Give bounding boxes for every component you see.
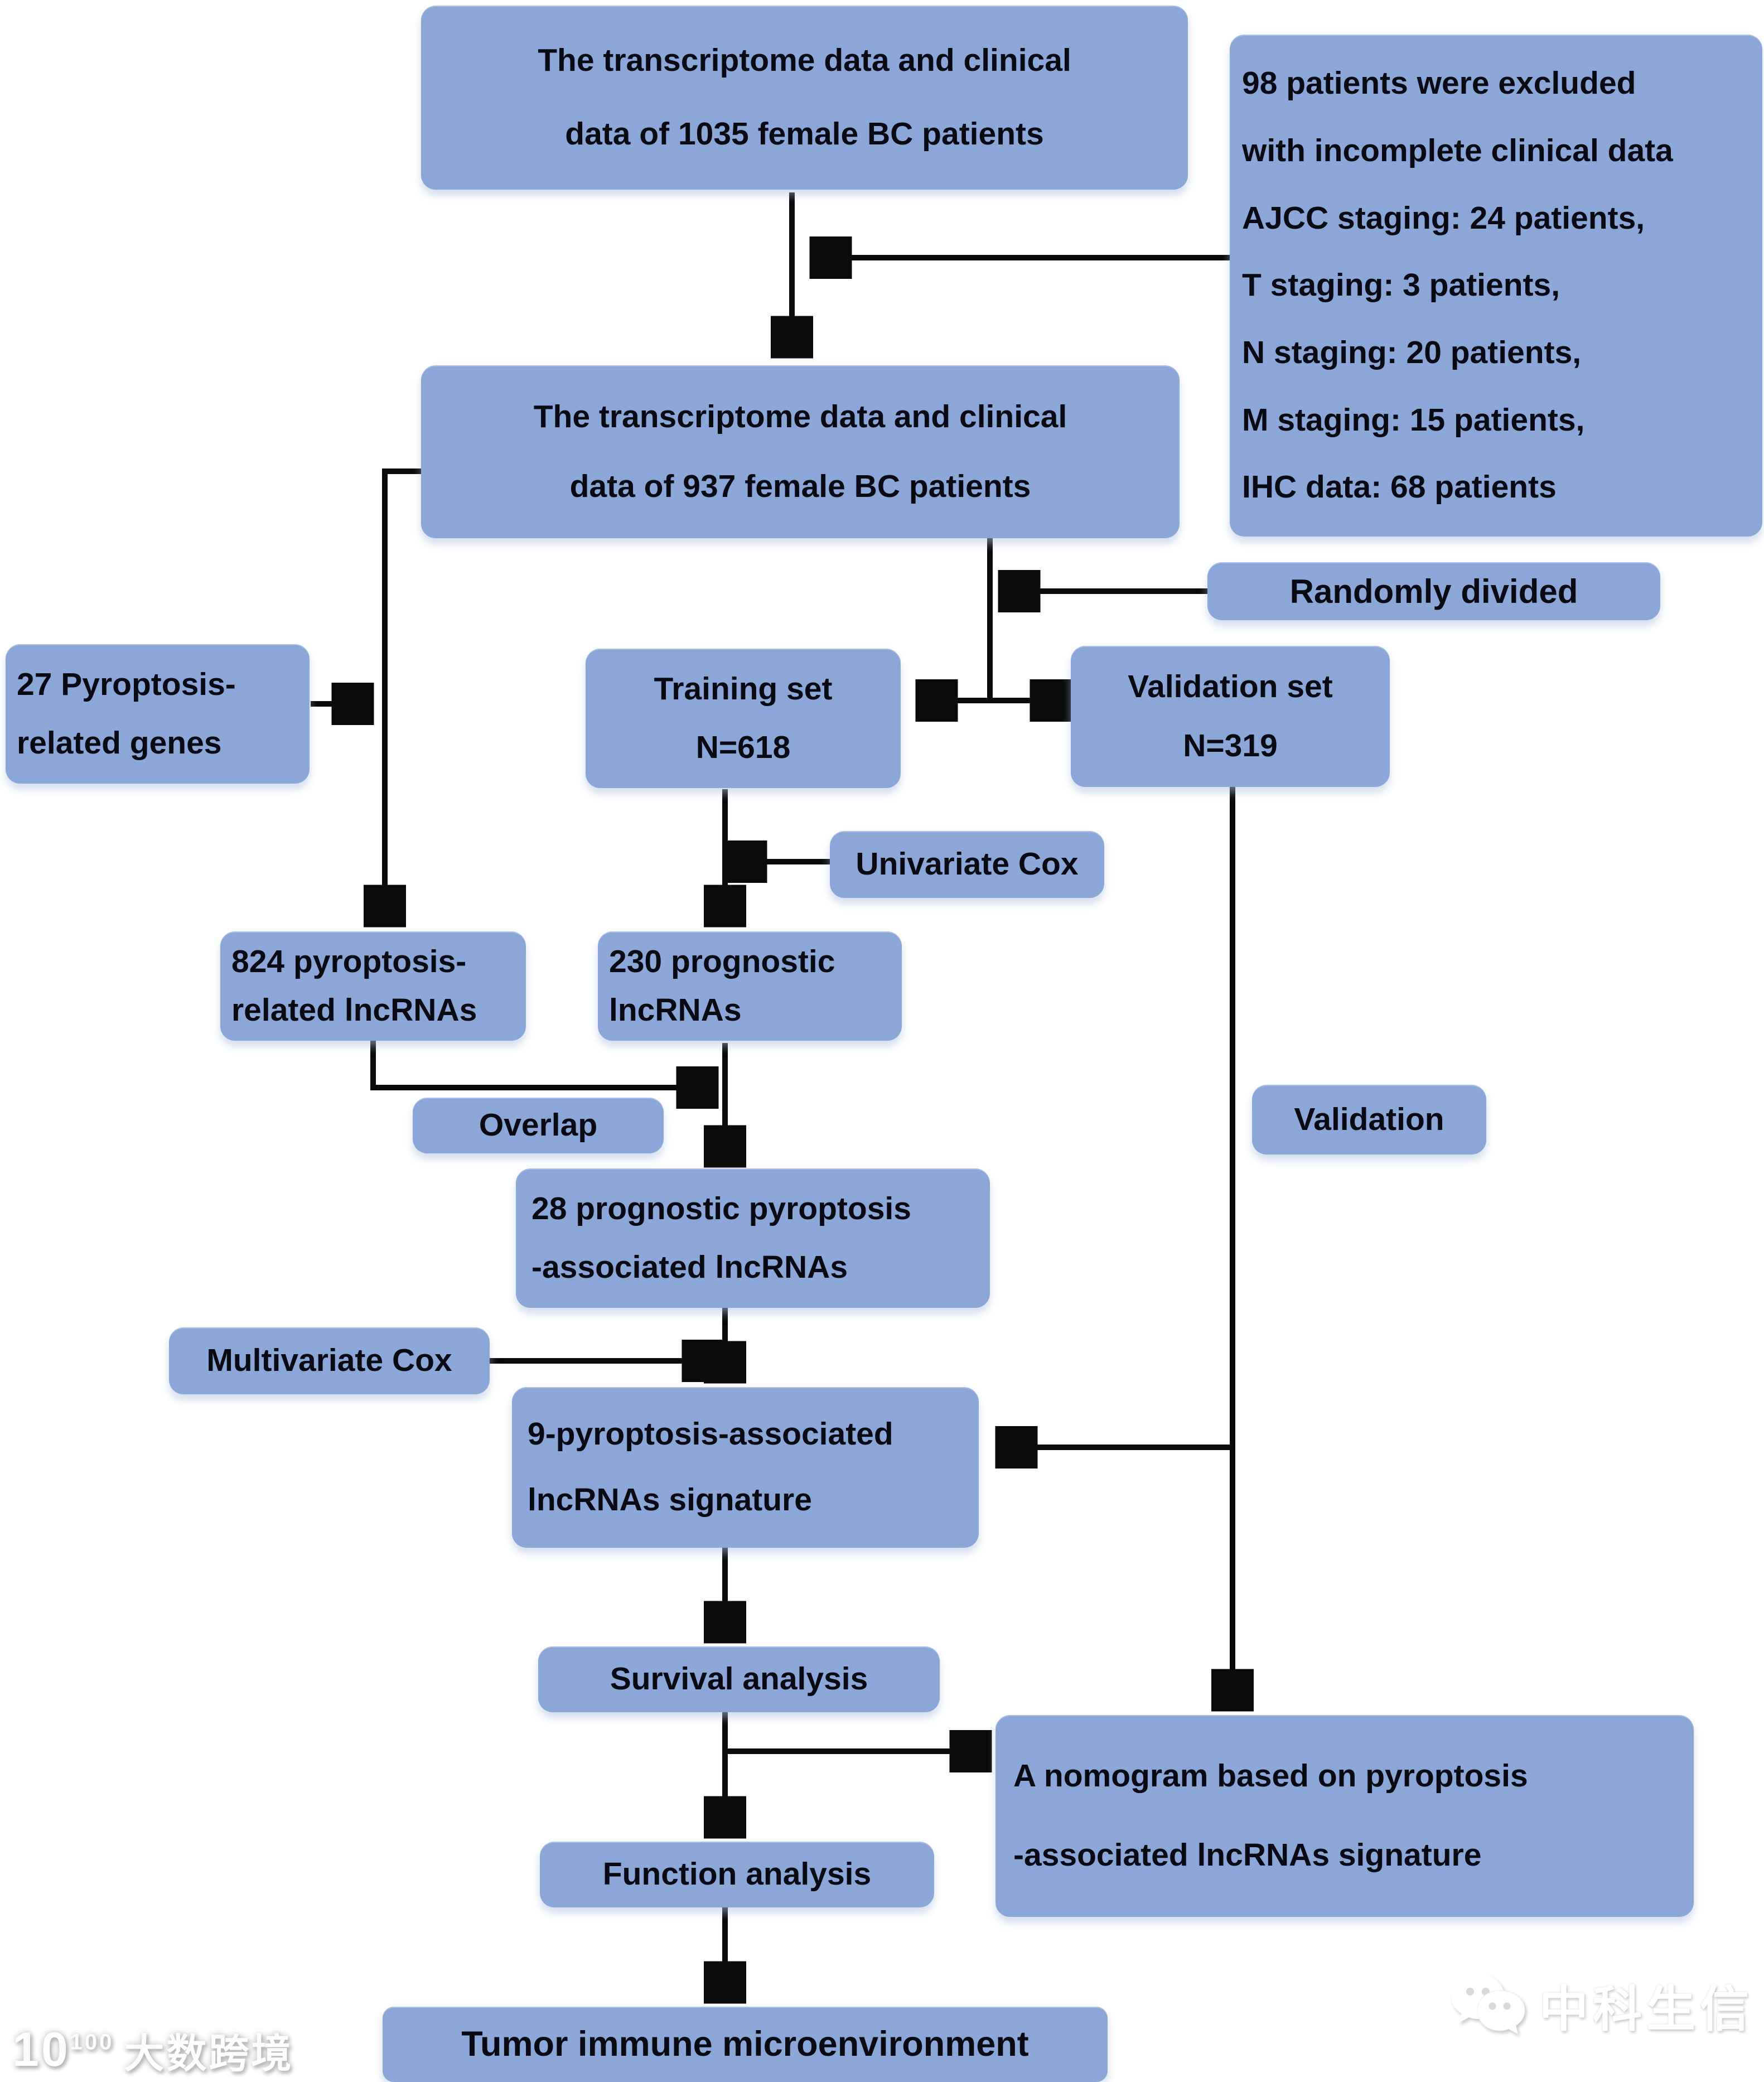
- node-excluded-line5: N staging: 20 patients,: [1242, 334, 1582, 370]
- node-excluded-line6: M staging: 15 patients,: [1242, 402, 1585, 438]
- node-27-pyroptosis-genes: 27 Pyroptosis- related genes: [6, 644, 310, 784]
- node-tumor-microenvironment-label: Tumor immune microenvironment: [461, 2025, 1029, 2064]
- node-overlap-label: Overlap: [479, 1107, 598, 1143]
- node-28-lncrnas: 28 prognostic pyroptosis -associated lnc…: [516, 1168, 990, 1308]
- node-230-line1: 230 prognostic: [609, 943, 835, 979]
- node-validation-set-line1: Validation set: [1128, 668, 1333, 704]
- node-excluded-line3: AJCC staging: 24 patients,: [1242, 200, 1645, 236]
- node-824-line2: related lncRNAs: [231, 992, 477, 1028]
- node-9-signature-line2: lncRNAs signature: [528, 1482, 812, 1518]
- node-validation-set: Validation set N=319: [1071, 646, 1390, 787]
- node-nomogram-line1: A nomogram based on pyroptosis: [1013, 1757, 1528, 1794]
- node-randomly-divided: Randomly divided: [1207, 562, 1660, 620]
- node-training-set-line2: N=618: [695, 729, 791, 765]
- node-excluded-98: 98 patients were excluded with incomplet…: [1230, 35, 1762, 537]
- node-training-set: Training set N=618: [586, 649, 901, 788]
- node-cohort-1035-line2: data of 1035 female BC patients: [565, 116, 1044, 152]
- node-excluded-line4: T staging: 3 patients,: [1242, 267, 1560, 303]
- node-tumor-microenvironment: Tumor immune microenvironment: [383, 2007, 1108, 2082]
- node-cohort-937: The transcriptome data and clinical data…: [421, 365, 1180, 538]
- node-27-genes-line2: related genes: [17, 724, 222, 761]
- node-nomogram-line2: -associated lncRNAs signature: [1013, 1837, 1482, 1873]
- node-9-signature-line1: 9-pyroptosis-associated: [528, 1416, 893, 1452]
- node-230-lncrnas: 230 prognostic lncRNAs: [598, 931, 902, 1041]
- node-univariate-cox-label: Univariate Cox: [856, 846, 1079, 882]
- node-cohort-937-line1: The transcriptome data and clinical: [533, 398, 1067, 434]
- node-824-line1: 824 pyroptosis-: [231, 943, 467, 979]
- node-excluded-line7: IHC data: 68 patients: [1242, 469, 1557, 505]
- node-training-set-line1: Training set: [654, 670, 833, 707]
- node-cohort-1035-line1: The transcriptome data and clinical: [538, 42, 1071, 79]
- node-randomly-divided-label: Randomly divided: [1289, 572, 1578, 610]
- node-cohort-937-line2: data of 937 female BC patients: [569, 468, 1031, 504]
- edge-824-overlap-join: [370, 1041, 713, 1088]
- node-validation-set-line2: N=319: [1183, 727, 1278, 764]
- node-multivariate-cox-label: Multivariate Cox: [206, 1342, 452, 1379]
- node-nomogram: A nomogram based on pyroptosis -associat…: [995, 1715, 1694, 1917]
- node-multivariate-cox: Multivariate Cox: [169, 1327, 490, 1394]
- node-27-genes-line1: 27 Pyroptosis-: [17, 666, 236, 702]
- node-survival-analysis: Survival analysis: [538, 1646, 940, 1712]
- node-survival-analysis-label: Survival analysis: [610, 1661, 868, 1697]
- node-excluded-line2: with incomplete clinical data: [1242, 132, 1673, 168]
- node-cohort-1035: The transcriptome data and clinical data…: [421, 6, 1188, 190]
- node-validation-label: Validation: [1252, 1085, 1486, 1154]
- node-univariate-cox: Univariate Cox: [830, 831, 1104, 898]
- node-validation-label-text: Validation: [1294, 1101, 1444, 1137]
- node-28-line1: 28 prognostic pyroptosis: [531, 1190, 911, 1226]
- node-230-line2: lncRNAs: [609, 992, 742, 1028]
- node-excluded-line1: 98 patients were excluded: [1242, 65, 1636, 102]
- node-function-analysis-label: Function analysis: [602, 1856, 872, 1892]
- node-9-signature: 9-pyroptosis-associated lncRNAs signatur…: [512, 1387, 979, 1548]
- node-28-line2: -associated lncRNAs: [531, 1249, 848, 1285]
- node-function-analysis: Function analysis: [540, 1842, 934, 1907]
- edge-937-to-824: [385, 468, 421, 921]
- node-overlap: Overlap: [413, 1098, 664, 1153]
- node-824-lncrnas: 824 pyroptosis- related lncRNAs: [220, 931, 526, 1041]
